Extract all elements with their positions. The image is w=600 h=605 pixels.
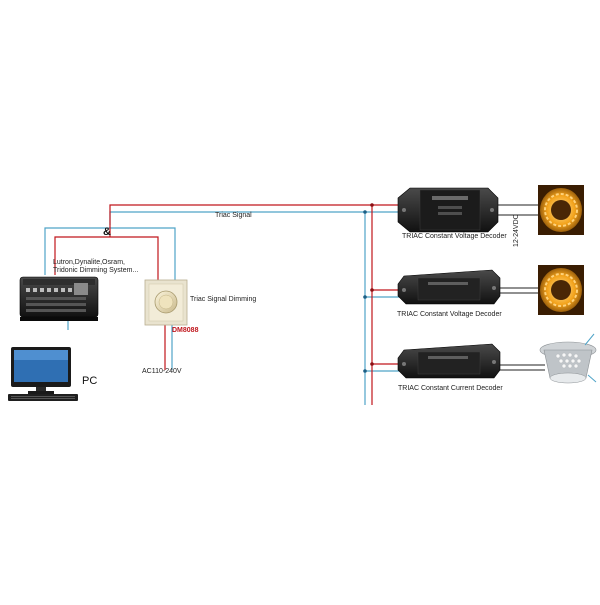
dimming-system-icon <box>19 276 99 321</box>
pc-label: PC <box>82 375 98 387</box>
led-strip-icon <box>538 185 584 235</box>
led-strip-icon <box>538 265 584 315</box>
triac-signal-label: Triac Signal <box>215 212 252 219</box>
rotary-dimmer-icon <box>144 279 188 326</box>
dimming-system-label: Lutron,Dynalite,Osram, Tridonic Dimming … <box>53 259 139 274</box>
decoder-2-label: TRIAC Constant Voltage Decoder <box>397 311 502 318</box>
desktop-pc-icon <box>8 347 78 401</box>
junction-dots <box>363 203 374 373</box>
decoder-box-icon <box>397 343 501 379</box>
output-voltage-label: 12-24VDC <box>513 214 520 247</box>
power-wires <box>54 204 400 405</box>
dimmer-model-label: DM8088 <box>172 327 199 334</box>
ac-input-label: AC110-240V <box>142 368 182 375</box>
ampersand-label: & <box>103 226 111 238</box>
decoder-box-icon <box>397 269 501 305</box>
decoder-box-icon <box>397 187 499 233</box>
output-wires <box>495 204 545 371</box>
triac-signal-dimming-label: Triac Signal Dimming <box>190 296 257 303</box>
decoder-1-label: TRIAC Constant Voltage Decoder <box>402 233 507 240</box>
signal-wire-dimmer <box>110 227 176 280</box>
decoder-3-label: TRIAC Constant Current Decoder <box>398 385 503 392</box>
power-wire-left <box>54 236 110 275</box>
signal-wire-left <box>44 227 110 275</box>
power-wire-main <box>109 204 373 405</box>
led-downlight-icon <box>539 333 597 384</box>
power-wire-dimmer <box>110 236 159 280</box>
